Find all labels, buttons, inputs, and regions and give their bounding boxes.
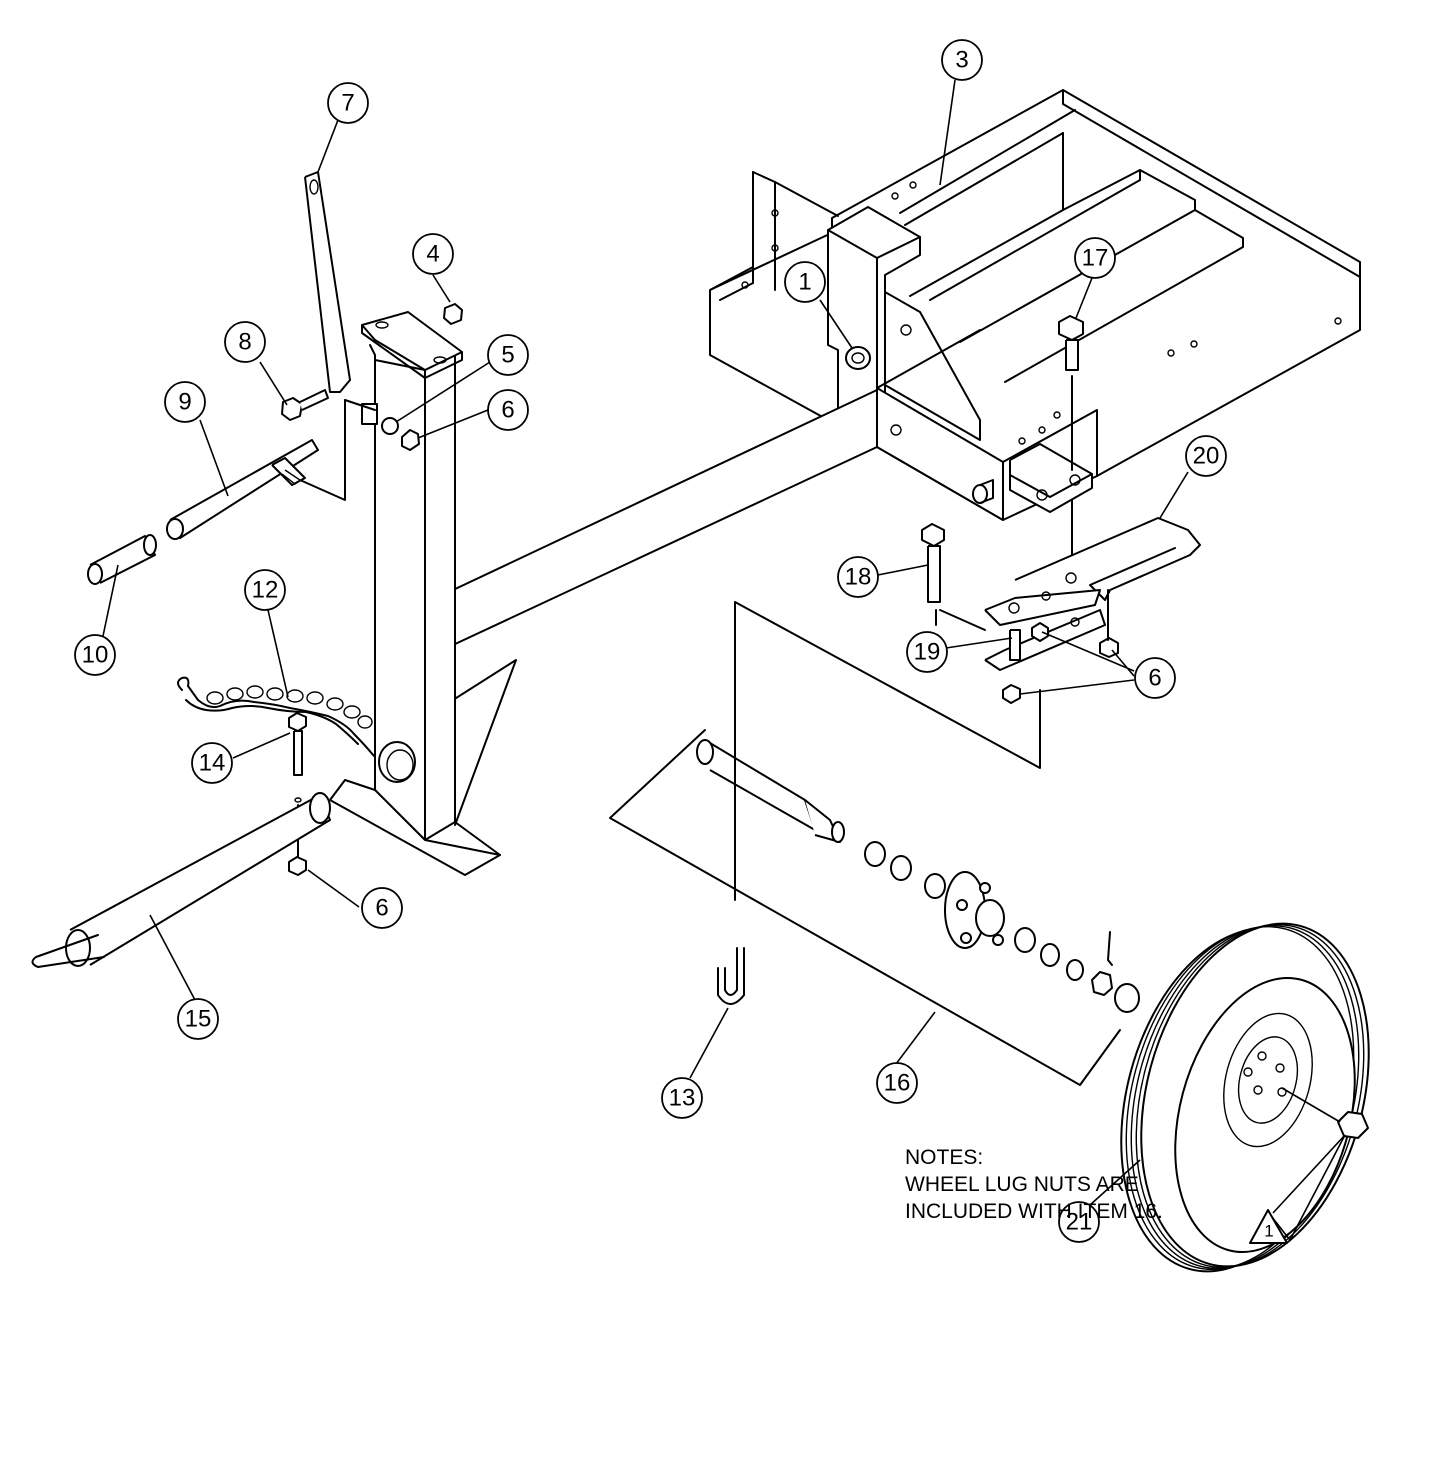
u-bolt-13 bbox=[717, 947, 745, 1005]
leader-lines bbox=[102, 79, 1346, 1242]
callout-label: 3 bbox=[955, 47, 968, 74]
jack-stand bbox=[299, 311, 501, 876]
tongue-tube bbox=[429, 389, 878, 826]
callout-label: 10 bbox=[82, 642, 109, 669]
callout-3: 3 bbox=[941, 39, 983, 81]
notes-heading: NOTES: bbox=[905, 1146, 984, 1169]
callout-20: 20 bbox=[1185, 435, 1227, 477]
flag-triangle-wheel: 1 bbox=[1249, 1209, 1288, 1244]
bolt-8 bbox=[281, 389, 329, 421]
callout-label: 12 bbox=[252, 577, 279, 604]
notes-block: NOTES: 1 WHEEL LUG NUTS ARE INCLUDED WIT… bbox=[905, 1144, 1163, 1238]
callout-label: 7 bbox=[341, 90, 354, 117]
hitch-tube bbox=[31, 792, 331, 968]
callout-6-upper: 6 bbox=[487, 389, 529, 431]
callout-4: 4 bbox=[412, 233, 454, 275]
callout-6-lower: 6 bbox=[361, 887, 403, 929]
frame-assembly bbox=[709, 89, 1361, 521]
callout-label: 5 bbox=[501, 342, 514, 369]
bolt-18 bbox=[921, 523, 945, 626]
callout-label: 1 bbox=[798, 269, 811, 296]
callout-label: 16 bbox=[884, 1070, 911, 1097]
callout-label: 17 bbox=[1082, 245, 1109, 272]
pin-assembly bbox=[87, 439, 319, 585]
callout-16: 16 bbox=[876, 1062, 918, 1104]
callout-12: 12 bbox=[244, 569, 286, 611]
callout-13: 13 bbox=[661, 1077, 703, 1119]
callout-1: 1 bbox=[784, 261, 826, 303]
handle-bar bbox=[304, 171, 351, 393]
spring-assembly bbox=[734, 517, 1201, 769]
callout-label: 9 bbox=[178, 389, 191, 416]
callout-5: 5 bbox=[487, 334, 529, 376]
callout-label: 15 bbox=[185, 1006, 212, 1033]
callout-15: 15 bbox=[177, 998, 219, 1040]
callout-label: 6 bbox=[1148, 665, 1161, 692]
callout-label: 20 bbox=[1193, 443, 1220, 470]
flag-label: 1 bbox=[1264, 1222, 1273, 1241]
callout-label: 21 bbox=[1066, 1209, 1093, 1236]
note-line-1: WHEEL LUG NUTS ARE bbox=[905, 1173, 1139, 1196]
callout-label: 19 bbox=[914, 639, 941, 666]
note-line-2: INCLUDED WITH ITEM 16. bbox=[905, 1200, 1163, 1223]
callout-14: 14 bbox=[191, 742, 233, 784]
callout-10: 10 bbox=[74, 634, 116, 676]
callout-7: 7 bbox=[327, 82, 369, 124]
callout-label: 4 bbox=[426, 241, 439, 268]
callout-18: 18 bbox=[837, 556, 879, 598]
bolt-14 bbox=[288, 712, 307, 876]
callout-label: 6 bbox=[375, 895, 388, 922]
callout-17: 17 bbox=[1074, 237, 1116, 279]
callout-label: 18 bbox=[845, 564, 872, 591]
callout-19: 19 bbox=[906, 631, 948, 673]
callout-label: 13 bbox=[669, 1085, 696, 1112]
callouts: 1 3 4 5 6 6 6 7 8 9 10 12 13 14 15 16 17… bbox=[74, 39, 1227, 1243]
callout-label: 8 bbox=[238, 329, 251, 356]
axle-assembly bbox=[609, 699, 1140, 1086]
callout-label: 6 bbox=[501, 397, 514, 424]
wheel bbox=[1120, 922, 1370, 1273]
callout-label: 14 bbox=[199, 750, 226, 777]
fasteners-upper bbox=[381, 303, 463, 451]
callout-8: 8 bbox=[224, 321, 266, 363]
callout-21: 21 bbox=[1058, 1201, 1100, 1243]
callout-9: 9 bbox=[164, 381, 206, 423]
callout-6-spring: 6 bbox=[1134, 657, 1176, 699]
